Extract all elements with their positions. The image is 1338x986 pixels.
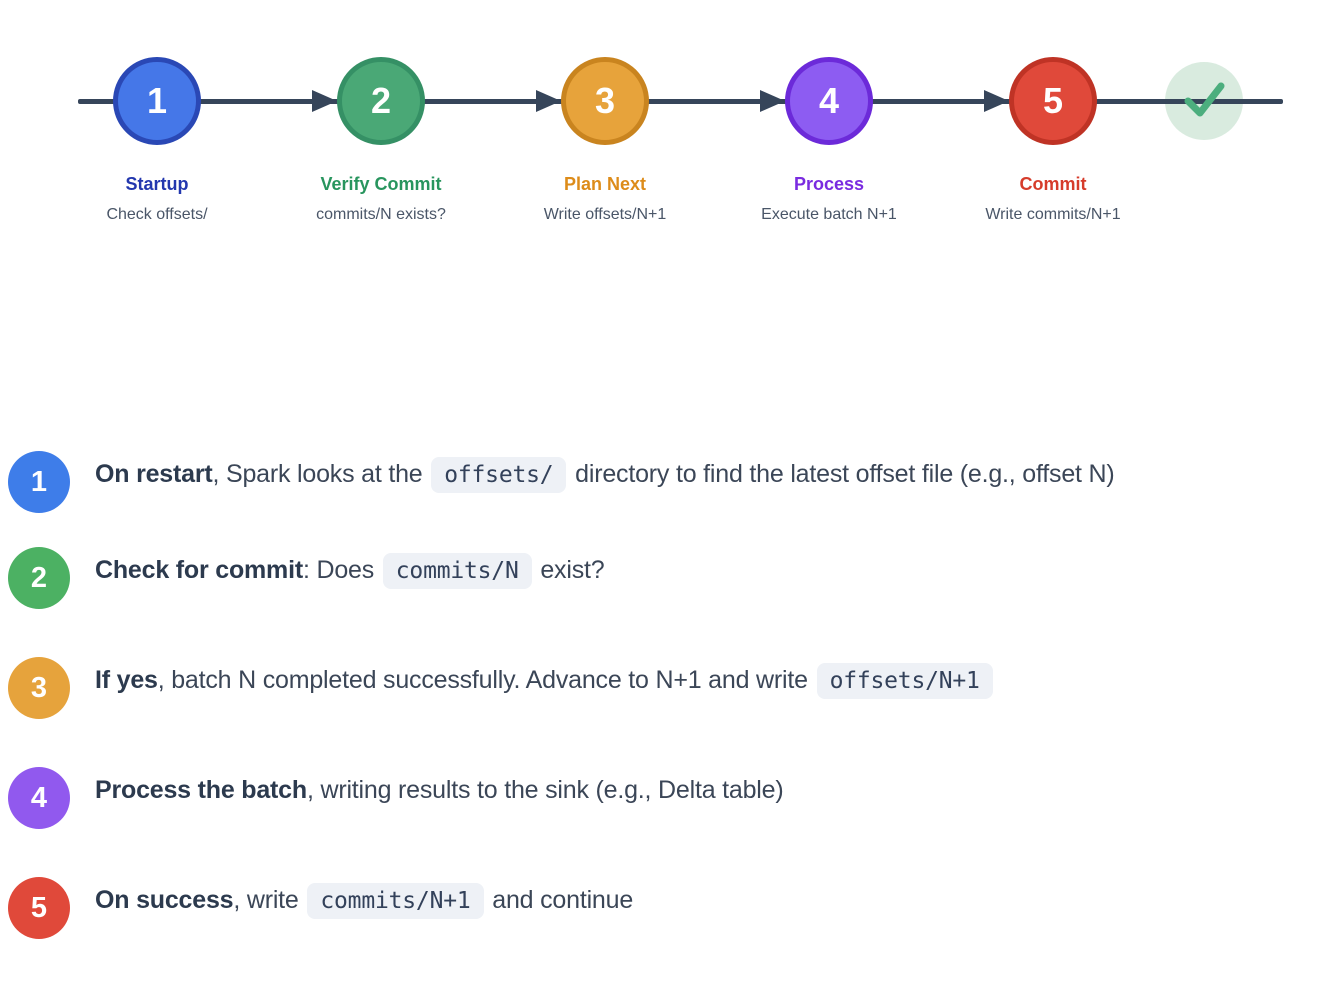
step-subtitle: commits/N exists? [316,206,446,223]
step-subtitle: Write offsets/N+1 [543,206,667,223]
step-circle-3: 3 [561,57,649,145]
list-item-text: On success, write commits/N+1 and contin… [95,876,1338,925]
step-number: 4 [818,80,840,121]
text-segment: : Does [302,556,381,584]
step-subtitle: Check offsets/ [106,206,208,223]
text-segment: Check for commit [95,556,303,584]
text-segment: , Spark looks at the [212,460,430,488]
step-badge-5: 5 [8,877,70,939]
list-item-3: 3 If yes, batch N completed successfully.… [0,656,1338,719]
list-item-text: If yes, batch N completed successfully. … [95,656,1338,705]
step-badge-3: 3 [8,657,70,719]
text-segment: , write [233,886,306,914]
inline-code: commits/N+1 [307,883,484,919]
step-title: Plan Next [563,174,647,194]
list-item-2: 2 Check for commit: Does commits/N exist? [0,546,1338,609]
step-number: 1 [146,80,168,121]
step-circle-5: 5 [1009,57,1097,145]
list-item-4: 4 Process the batch, writing results to t… [0,766,1338,829]
step-badge-2: 2 [8,547,70,609]
list-item-text: On restart, Spark looks at the offsets/ … [95,450,1338,499]
inline-code: offsets/ [431,457,567,493]
list-item-text: Check for commit: Does commits/N exist? [95,546,1338,595]
step-badge-4: 4 [8,767,70,829]
list-item-1: 1 On restart, Spark looks at the offsets/… [0,450,1338,513]
text-segment: On restart [95,460,213,488]
step-badge-1: 1 [8,451,70,513]
step-number: 3 [594,80,616,121]
step-subtitle: Write commits/N+1 [985,206,1121,223]
list-item-text: Process the batch, writing results to th… [95,766,1338,814]
text-segment: On success [95,886,234,914]
text-segment: and continue [485,886,634,914]
arrow-icon [984,90,1009,112]
arrow-icon [312,90,337,112]
text-segment: , writing results to the sink (e.g., Del… [306,776,784,804]
text-segment: directory to find the latest offset file… [568,460,1115,488]
step-title: Verify Commit [320,174,442,194]
flow-line [78,99,1283,104]
inline-code: offsets/N+1 [816,663,993,699]
text-segment: Process the batch [95,776,307,804]
text-segment: exist? [533,556,605,584]
step-title: Commit [1019,174,1087,194]
arrow-icon [536,90,561,112]
list-item-5: 5 On success, write commits/N+1 and conti… [0,876,1338,939]
step-number: 5 [1042,80,1064,121]
step-circle-2: 2 [337,57,425,145]
step-title: Startup [125,174,189,194]
step-title: Process [793,174,865,194]
text-segment: If yes [95,666,158,694]
check-icon [1184,82,1225,117]
step-subtitle: Execute batch N+1 [761,206,897,223]
inline-code: commits/N [382,553,532,589]
step-number: 2 [370,80,392,121]
text-segment: , batch N completed successfully. Advanc… [157,666,815,694]
arrow-icon [760,90,785,112]
explanation-list: 1 On restart, Spark looks at the offsets/… [0,450,1338,986]
step-circle-1: 1 [113,57,201,145]
step-circle-4: 4 [785,57,873,145]
